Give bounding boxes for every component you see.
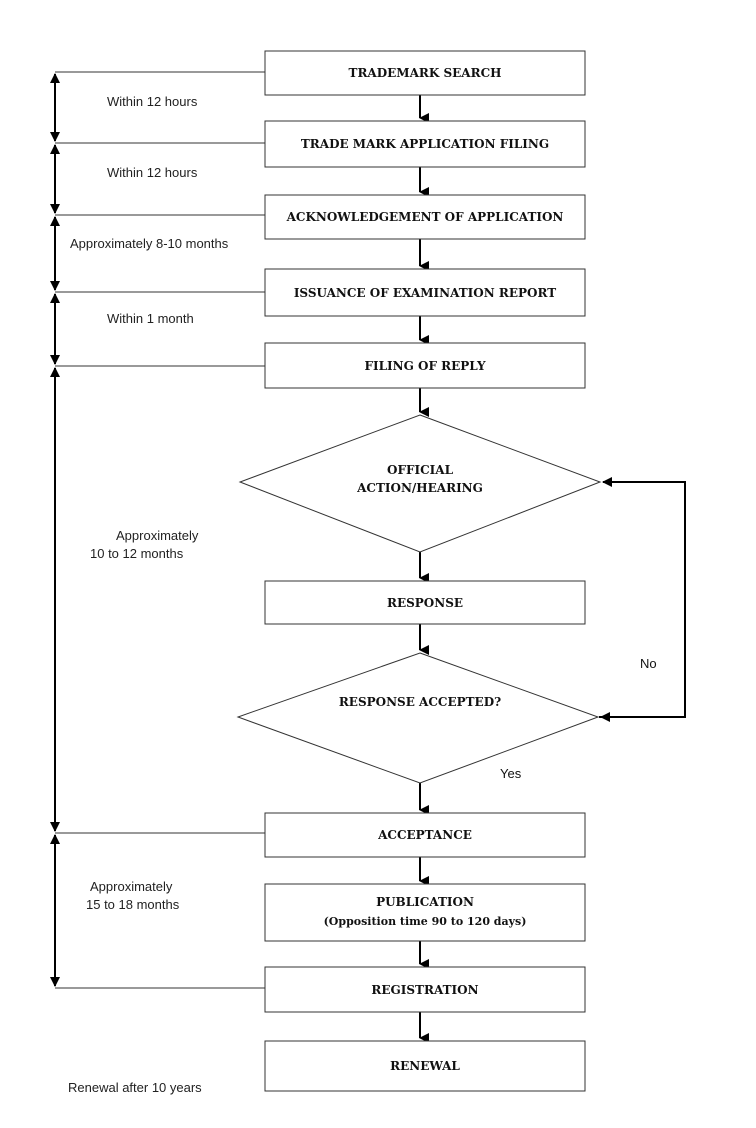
- step-trademark-search-label: TRADEMARK SEARCH: [349, 66, 502, 80]
- timeline-label-acceptance-to-registration-1: Approximately: [90, 879, 173, 894]
- timeline-labels: Within 12 hours Within 12 hours Approxim…: [68, 94, 229, 1095]
- step-official-action-label-1: OFFICIAL: [387, 463, 454, 477]
- step-trademark-search: TRADEMARK SEARCH: [264, 50, 586, 96]
- step-filing-of-reply: FILING OF REPLY: [264, 342, 586, 389]
- step-acceptance-label: ACCEPTANCE: [377, 828, 472, 842]
- step-renewal-label: RENEWAL: [390, 1059, 460, 1073]
- timeline-label-acceptance-to-registration-2: 15 to 18 months: [86, 897, 180, 912]
- step-publication: PUBLICATION (Opposition time 90 to 120 d…: [264, 883, 586, 942]
- timeline-label-ack-to-exam: Approximately 8-10 months: [70, 236, 229, 251]
- timeline-label-search-to-filing: Within 12 hours: [107, 94, 198, 109]
- step-acknowledgement-label: ACKNOWLEDGEMENT OF APPLICATION: [286, 210, 564, 224]
- step-official-action-hearing: OFFICIAL ACTION/HEARING: [238, 414, 602, 553]
- no-label: No: [640, 656, 657, 671]
- step-filing-of-reply-label: FILING OF REPLY: [364, 359, 486, 373]
- step-acknowledgement: ACKNOWLEDGEMENT OF APPLICATION: [264, 194, 586, 240]
- step-response-label: RESPONSE: [387, 596, 463, 610]
- step-acceptance: ACCEPTANCE: [264, 812, 586, 858]
- step-application-filing-label: TRADE MARK APPLICATION FILING: [301, 137, 549, 151]
- step-renewal: RENEWAL: [264, 1040, 586, 1092]
- step-publication-label: PUBLICATION: [376, 895, 474, 909]
- timeline-label-reply-to-acceptance-1: Approximately: [116, 528, 199, 543]
- step-registration: REGISTRATION: [264, 966, 586, 1013]
- step-response: RESPONSE: [264, 580, 586, 625]
- step-examination-report-label: ISSUANCE OF EXAMINATION REPORT: [294, 286, 556, 300]
- timeline-label-filing-to-ack: Within 12 hours: [107, 165, 198, 180]
- step-registration-label: REGISTRATION: [371, 983, 478, 997]
- no-loop-arrow: [599, 477, 686, 718]
- step-response-accepted: RESPONSE ACCEPTED?: [236, 652, 600, 784]
- timeline-connectors: [55, 71, 265, 989]
- yes-label: Yes: [500, 766, 522, 781]
- no-loop: No Yes: [500, 477, 686, 781]
- step-examination-report: ISSUANCE OF EXAMINATION REPORT: [264, 268, 586, 317]
- timeline-label-reply-to-acceptance-2: 10 to 12 months: [90, 546, 184, 561]
- step-official-action-label-2: ACTION/HEARING: [356, 481, 483, 495]
- step-response-accepted-label: RESPONSE ACCEPTED?: [339, 695, 501, 709]
- step-publication-note: (Opposition time 90 to 120 days): [324, 915, 527, 928]
- step-application-filing: TRADE MARK APPLICATION FILING: [264, 120, 586, 168]
- timeline-label-renewal: Renewal after 10 years: [68, 1080, 202, 1095]
- timeline-label-exam-to-reply: Within 1 month: [107, 311, 194, 326]
